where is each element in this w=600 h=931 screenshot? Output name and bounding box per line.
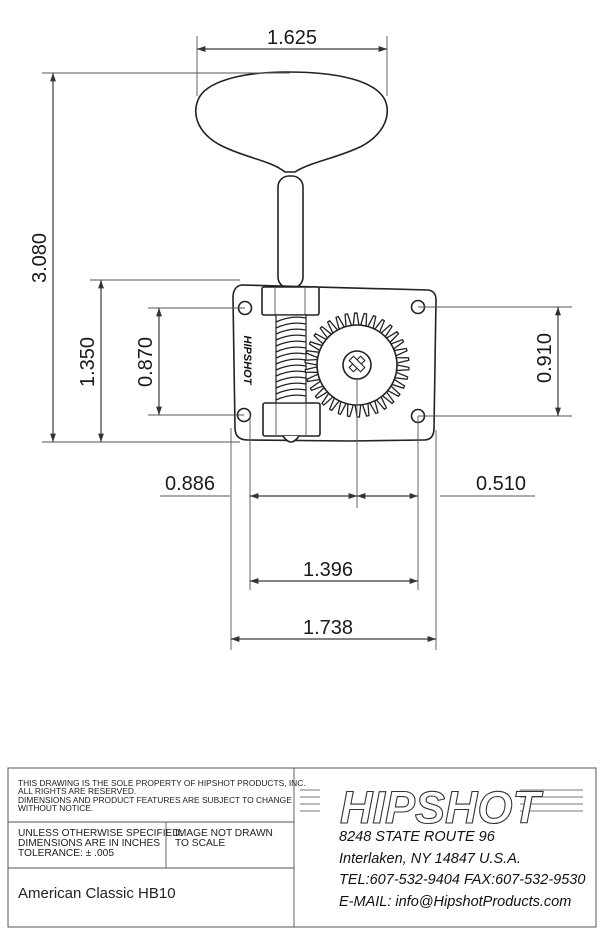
spec-line-3: TOLERANCE: ± .005 — [18, 848, 114, 859]
upper-nut-block — [261, 286, 320, 316]
scale-line-1: IMAGE NOT DRAWN — [175, 828, 273, 839]
dim-knob-width: 1.625 — [267, 27, 317, 49]
part-name: American Classic HB10 — [18, 885, 176, 902]
dim-plate-height: 1.350 — [77, 337, 99, 387]
title-block: THIS DRAWING IS THE SOLE PROPERTY OF HIP… — [7, 767, 597, 928]
notice-line-4: WITHOUT NOTICE. — [18, 803, 93, 813]
screw-slot-icon — [348, 355, 366, 373]
dimension-lines — [42, 36, 572, 650]
worm-gear — [275, 314, 307, 404]
dim-hole-spacing-right: 0.910 — [534, 333, 556, 383]
dim-overall-height: 3.080 — [29, 233, 51, 283]
lower-nut-block — [262, 402, 321, 437]
spec-line-1: UNLESS OTHERWISE SPECIFIED: — [18, 828, 183, 839]
dimension-labels: 1.625 3.080 1.350 0.870 0.910 0.886 0.51… — [29, 27, 556, 639]
dim-left-to-post: 0.886 — [165, 473, 215, 495]
scale-line-2: TO SCALE — [175, 838, 225, 849]
tuner-knob — [195, 71, 388, 173]
notice-line-2: ALL RIGHTS ARE RESERVED. — [18, 786, 136, 796]
plate-logo: HIPSHOT — [241, 336, 253, 386]
address-line-1: 8248 STATE ROUTE 96 — [339, 829, 496, 845]
tuner-part: HIPSHOT — [195, 71, 437, 443]
address-line-4: E-MAIL: info@HipshotProducts.com — [339, 894, 571, 910]
dim-plate-width: 1.738 — [303, 617, 353, 639]
dim-post-to-right: 0.510 — [476, 473, 526, 495]
hipshot-logo: HIPSHOT — [300, 781, 583, 834]
dim-hole-spacing-left: 0.870 — [135, 337, 157, 387]
spec-line-2: DIMENSIONS ARE IN INCHES — [18, 838, 160, 849]
notice-line-1: THIS DRAWING IS THE SOLE PROPERTY OF HIP… — [18, 778, 306, 788]
dim-hole-spacing-horizontal: 1.396 — [303, 559, 353, 581]
address-line-2: Interlaken, NY 14847 U.S.A. — [339, 851, 521, 867]
logo-text: HIPSHOT — [340, 782, 544, 833]
notice-line-3: DIMENSIONS AND PRODUCT FEATURES ARE SUBJ… — [18, 795, 292, 805]
address-line-3: TEL:607-532-9404 FAX:607-532-9530 — [339, 872, 585, 888]
tuner-shaft — [277, 175, 304, 289]
